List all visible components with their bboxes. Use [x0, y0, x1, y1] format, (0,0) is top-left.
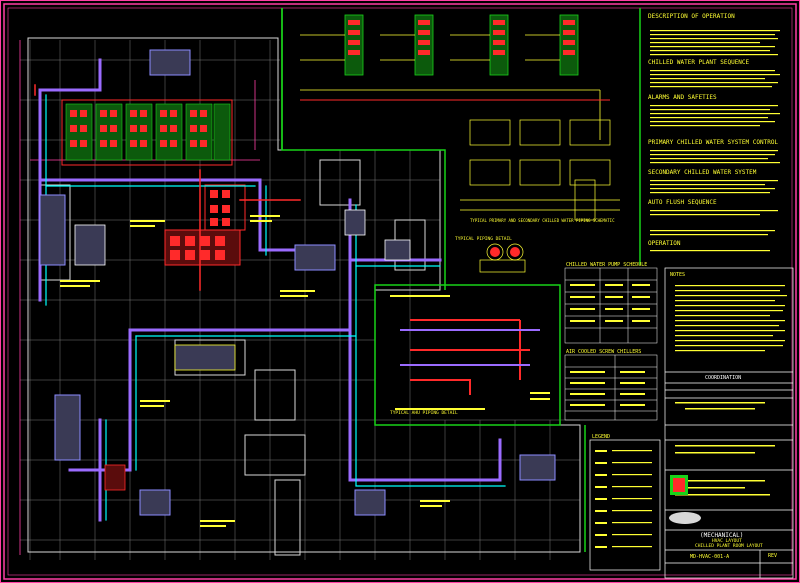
schedule-tables [564, 267, 658, 421]
company-logo [669, 475, 701, 524]
title-block-frame [589, 267, 794, 579]
notes-heading-2: CHILLED WATER PLANT SEQUENCE [648, 59, 750, 66]
notes-heading-5: SECONDARY CHILLED WATER SYSTEM [648, 169, 757, 176]
notes-heading-3: ALARMS AND SAFETIES [648, 94, 717, 101]
air-handling-units [39, 49, 556, 516]
sheet-border [3, 3, 797, 580]
chilled-water-piping [34, 58, 506, 522]
coordination-label: COORDINATION [705, 375, 742, 381]
drawing-number: MD-HVAC-001-A [690, 554, 730, 560]
discipline-label: (MECHANICAL) [700, 532, 744, 539]
pump-schedule-title: CHILLED WATER PUMP SCHEDULE [566, 262, 648, 268]
notes-text-lines [650, 30, 780, 252]
detail-title-2: TYPICAL AHU PIPING DETAIL [390, 411, 458, 416]
chiller-bank [61, 99, 233, 166]
revision-label: REV [768, 553, 778, 559]
pump-symbols [490, 247, 520, 257]
notes-heading-1: DESCRIPTION OF OPERATION [648, 13, 735, 20]
chiller-schedule-title: AIR COOLED SCREW CHILLERS [566, 349, 642, 355]
notes-heading-4: PRIMARY CHILLED WATER SYSTEM CONTROL [648, 139, 779, 146]
sheet-inner-border [7, 7, 793, 576]
schedule-values [570, 284, 650, 406]
pump-skid [164, 184, 246, 266]
legend-title: LEGEND [592, 434, 611, 440]
detail-title-3: TYPICAL PRIMARY AND SECONDARY CHILLED WA… [470, 218, 615, 223]
notes-heading-6: AUTO FLUSH SEQUENCE [648, 199, 717, 206]
sheet-title-line-1: HVAC LAYOUT [712, 539, 742, 544]
detail-frames [281, 8, 641, 552]
piping-detail-middle [390, 295, 550, 410]
notes-title: NOTES [670, 272, 686, 278]
plan-annotations [60, 215, 450, 527]
piping-schematic-top [300, 14, 610, 140]
notes-heading-7: OPERATION [648, 240, 681, 247]
legend-text-lines [595, 285, 787, 548]
secondary-piping-schematic [460, 119, 620, 273]
sheet-title-line-2: CHILLED PLANT ROOM LAYOUT [695, 544, 763, 549]
detail-title-1: TYPICAL PIPING DETAIL [455, 237, 512, 242]
